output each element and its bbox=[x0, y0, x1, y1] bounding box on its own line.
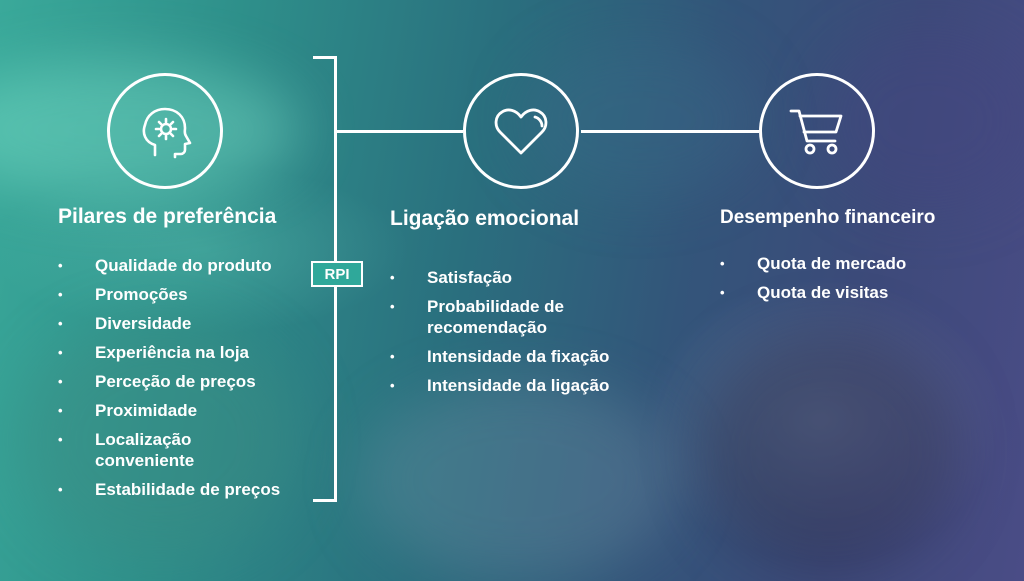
list-item: Quota de mercado bbox=[720, 253, 980, 274]
list-item: Estabilidade de preços bbox=[58, 479, 308, 500]
rpi-badge: RPI bbox=[311, 261, 363, 287]
list-item: Probabilidade de recomendação bbox=[390, 296, 597, 338]
list-item: Proximidade bbox=[58, 400, 308, 421]
column-title-preference-pillars: Pilares de preferência bbox=[58, 205, 277, 228]
list-item: Satisfação bbox=[390, 267, 650, 288]
list-item: Localização conveniente bbox=[58, 429, 235, 471]
list-item: Intensidade da ligação bbox=[390, 375, 650, 396]
emotional-connection-list: Satisfação Probabilidade de recomendação… bbox=[390, 267, 650, 404]
list-item: Quota de visitas bbox=[720, 282, 980, 303]
list-item: Diversidade bbox=[58, 313, 308, 334]
column-title-financial-performance: Desempenho financeiro bbox=[720, 207, 936, 228]
list-item: Intensidade da fixação bbox=[390, 346, 650, 367]
financial-performance-list: Quota de mercado Quota de visitas bbox=[720, 253, 980, 311]
shopping-cart-icon bbox=[759, 73, 875, 189]
bracket-top bbox=[313, 56, 337, 59]
list-item: Experiência na loja bbox=[58, 342, 308, 363]
preference-pillars-list: Qualidade do produto Promoções Diversida… bbox=[58, 255, 308, 508]
brain-gear-icon bbox=[107, 73, 223, 189]
list-item: Qualidade do produto bbox=[58, 255, 308, 276]
connector-heart-cart bbox=[581, 130, 759, 133]
list-item: Perceção de preços bbox=[58, 371, 308, 392]
connector-bracket-heart bbox=[337, 130, 463, 133]
heart-icon bbox=[463, 73, 579, 189]
list-item: Promoções bbox=[58, 284, 308, 305]
bracket-bottom bbox=[313, 499, 337, 502]
column-title-emotional-connection: Ligação emocional bbox=[390, 207, 580, 230]
